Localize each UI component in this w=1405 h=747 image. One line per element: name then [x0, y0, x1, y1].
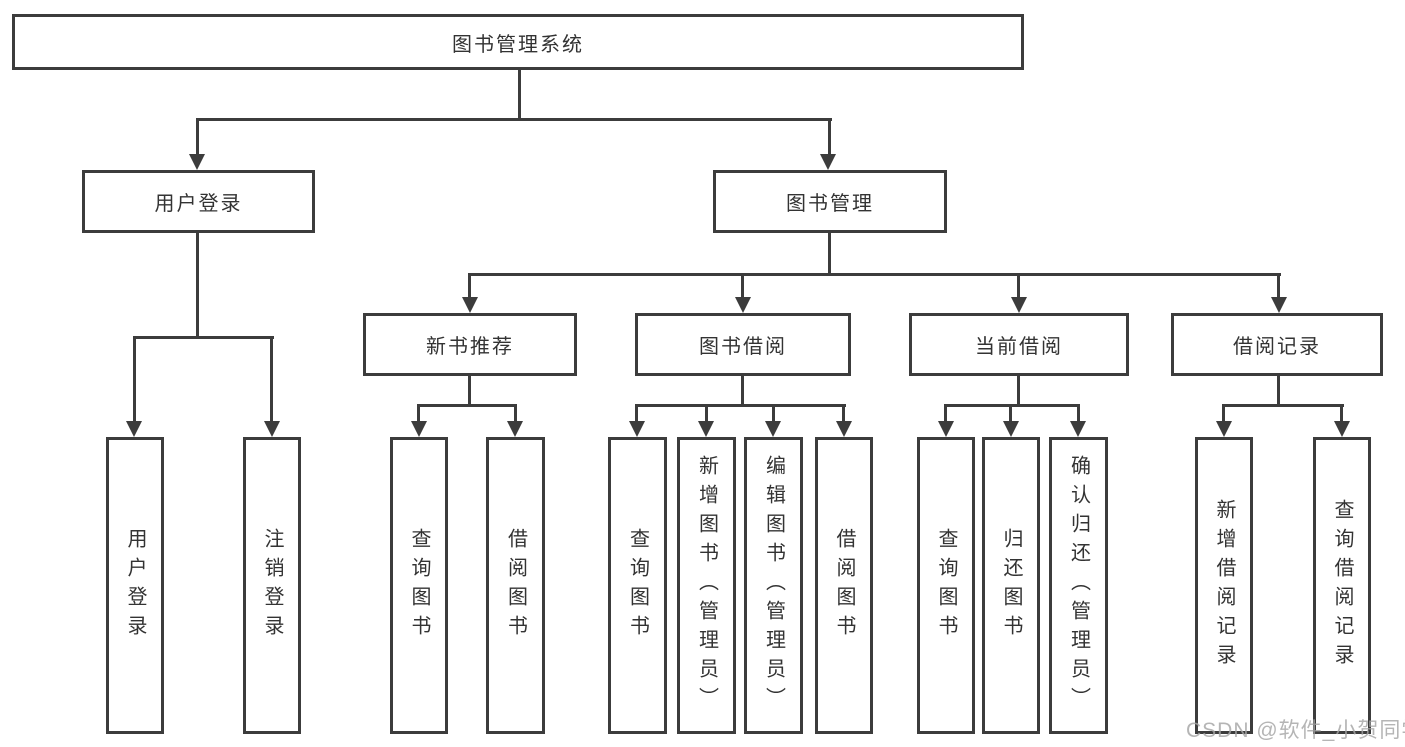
stem-to-login-leaf	[133, 336, 136, 424]
arrow-down-icon	[1271, 297, 1287, 313]
node-book-borrow: 图书借阅	[635, 313, 851, 376]
leaf-stem-line	[705, 404, 708, 424]
stem-to-book-borrow	[741, 273, 744, 301]
leaf-query-books: 查询图书	[390, 437, 448, 734]
arrow-down-icon	[1216, 421, 1232, 437]
leaf-stem-line	[1340, 404, 1343, 424]
leaf-stem-line	[944, 404, 947, 424]
arrow-down-icon	[765, 421, 781, 437]
book-borrow-down-line	[741, 376, 744, 407]
current-borrow-split-line	[944, 404, 1080, 407]
leaf-borrow-books: 借阅图书	[815, 437, 873, 734]
arrow-down-icon	[264, 421, 280, 437]
node-current-borrow: 当前借阅	[909, 313, 1129, 376]
stem-to-borrow-records	[1277, 273, 1280, 301]
level3-split-line	[468, 273, 1281, 276]
stem-to-user-login	[196, 118, 199, 158]
new-book-down-line	[468, 376, 471, 407]
book-management-down-line	[828, 233, 831, 276]
leaf-return-books: 归还图书	[982, 437, 1040, 734]
arrow-down-icon	[1011, 297, 1027, 313]
arrow-down-icon	[629, 421, 645, 437]
stem-to-current-borrow	[1017, 273, 1020, 301]
leaf-stem-line	[635, 404, 638, 424]
leaf-add-borrow-record: 新增借阅记录	[1195, 437, 1253, 734]
arrow-down-icon	[1334, 421, 1350, 437]
arrow-down-icon	[462, 297, 478, 313]
stem-to-logout-leaf	[270, 336, 273, 424]
leaf-query-borrow-record: 查询借阅记录	[1313, 437, 1371, 734]
leaf-logout: 注销登录	[243, 437, 301, 734]
leaf-stem-line	[842, 404, 845, 424]
node-user-login: 用户登录	[82, 170, 315, 233]
stem-to-book-management	[828, 118, 831, 158]
leaf-stem-line	[1009, 404, 1012, 424]
leaf-edit-books-admin: 编辑图书（管理员）	[744, 437, 803, 734]
arrow-down-icon	[836, 421, 852, 437]
user-login-down-line	[196, 233, 199, 339]
node-new-book-recommend: 新书推荐	[363, 313, 577, 376]
leaf-query-books: 查询图书	[917, 437, 975, 734]
csdn-watermark: CSDN @软件_小贺同学	[1186, 719, 1405, 742]
leaf-stem-line	[1077, 404, 1080, 424]
node-book-management: 图书管理	[713, 170, 947, 233]
arrow-down-icon	[126, 421, 142, 437]
leaf-query-books: 查询图书	[608, 437, 667, 734]
node-root: 图书管理系统	[12, 14, 1024, 70]
arrow-down-icon	[938, 421, 954, 437]
book-borrow-split-line	[635, 404, 846, 407]
arrow-down-icon	[507, 421, 523, 437]
leaf-stem-line	[1222, 404, 1225, 424]
node-borrow-records: 借阅记录	[1171, 313, 1383, 376]
current-borrow-down-line	[1017, 376, 1020, 407]
leaf-confirm-return-admin: 确认归还（管理员）	[1049, 437, 1108, 734]
arrow-down-icon	[1070, 421, 1086, 437]
stem-to-new-book	[468, 273, 471, 301]
leaf-add-books-admin: 新增图书（管理员）	[677, 437, 736, 734]
leaf-stem-line	[514, 404, 517, 424]
arrow-down-icon	[820, 154, 836, 170]
arrow-down-icon	[411, 421, 427, 437]
level2-split-line	[196, 118, 832, 121]
arrow-down-icon	[1003, 421, 1019, 437]
leaf-borrow-books: 借阅图书	[486, 437, 545, 734]
new-book-split-line	[417, 404, 517, 407]
arrow-down-icon	[189, 154, 205, 170]
user-login-split-line	[133, 336, 274, 339]
root-stem-line	[518, 70, 521, 118]
arrow-down-icon	[698, 421, 714, 437]
borrow-records-down-line	[1277, 376, 1280, 407]
borrow-records-split-line	[1222, 404, 1344, 407]
arrow-down-icon	[735, 297, 751, 313]
leaf-stem-line	[417, 404, 420, 424]
leaf-user-login: 用户登录	[106, 437, 164, 734]
leaf-stem-line	[772, 404, 775, 424]
